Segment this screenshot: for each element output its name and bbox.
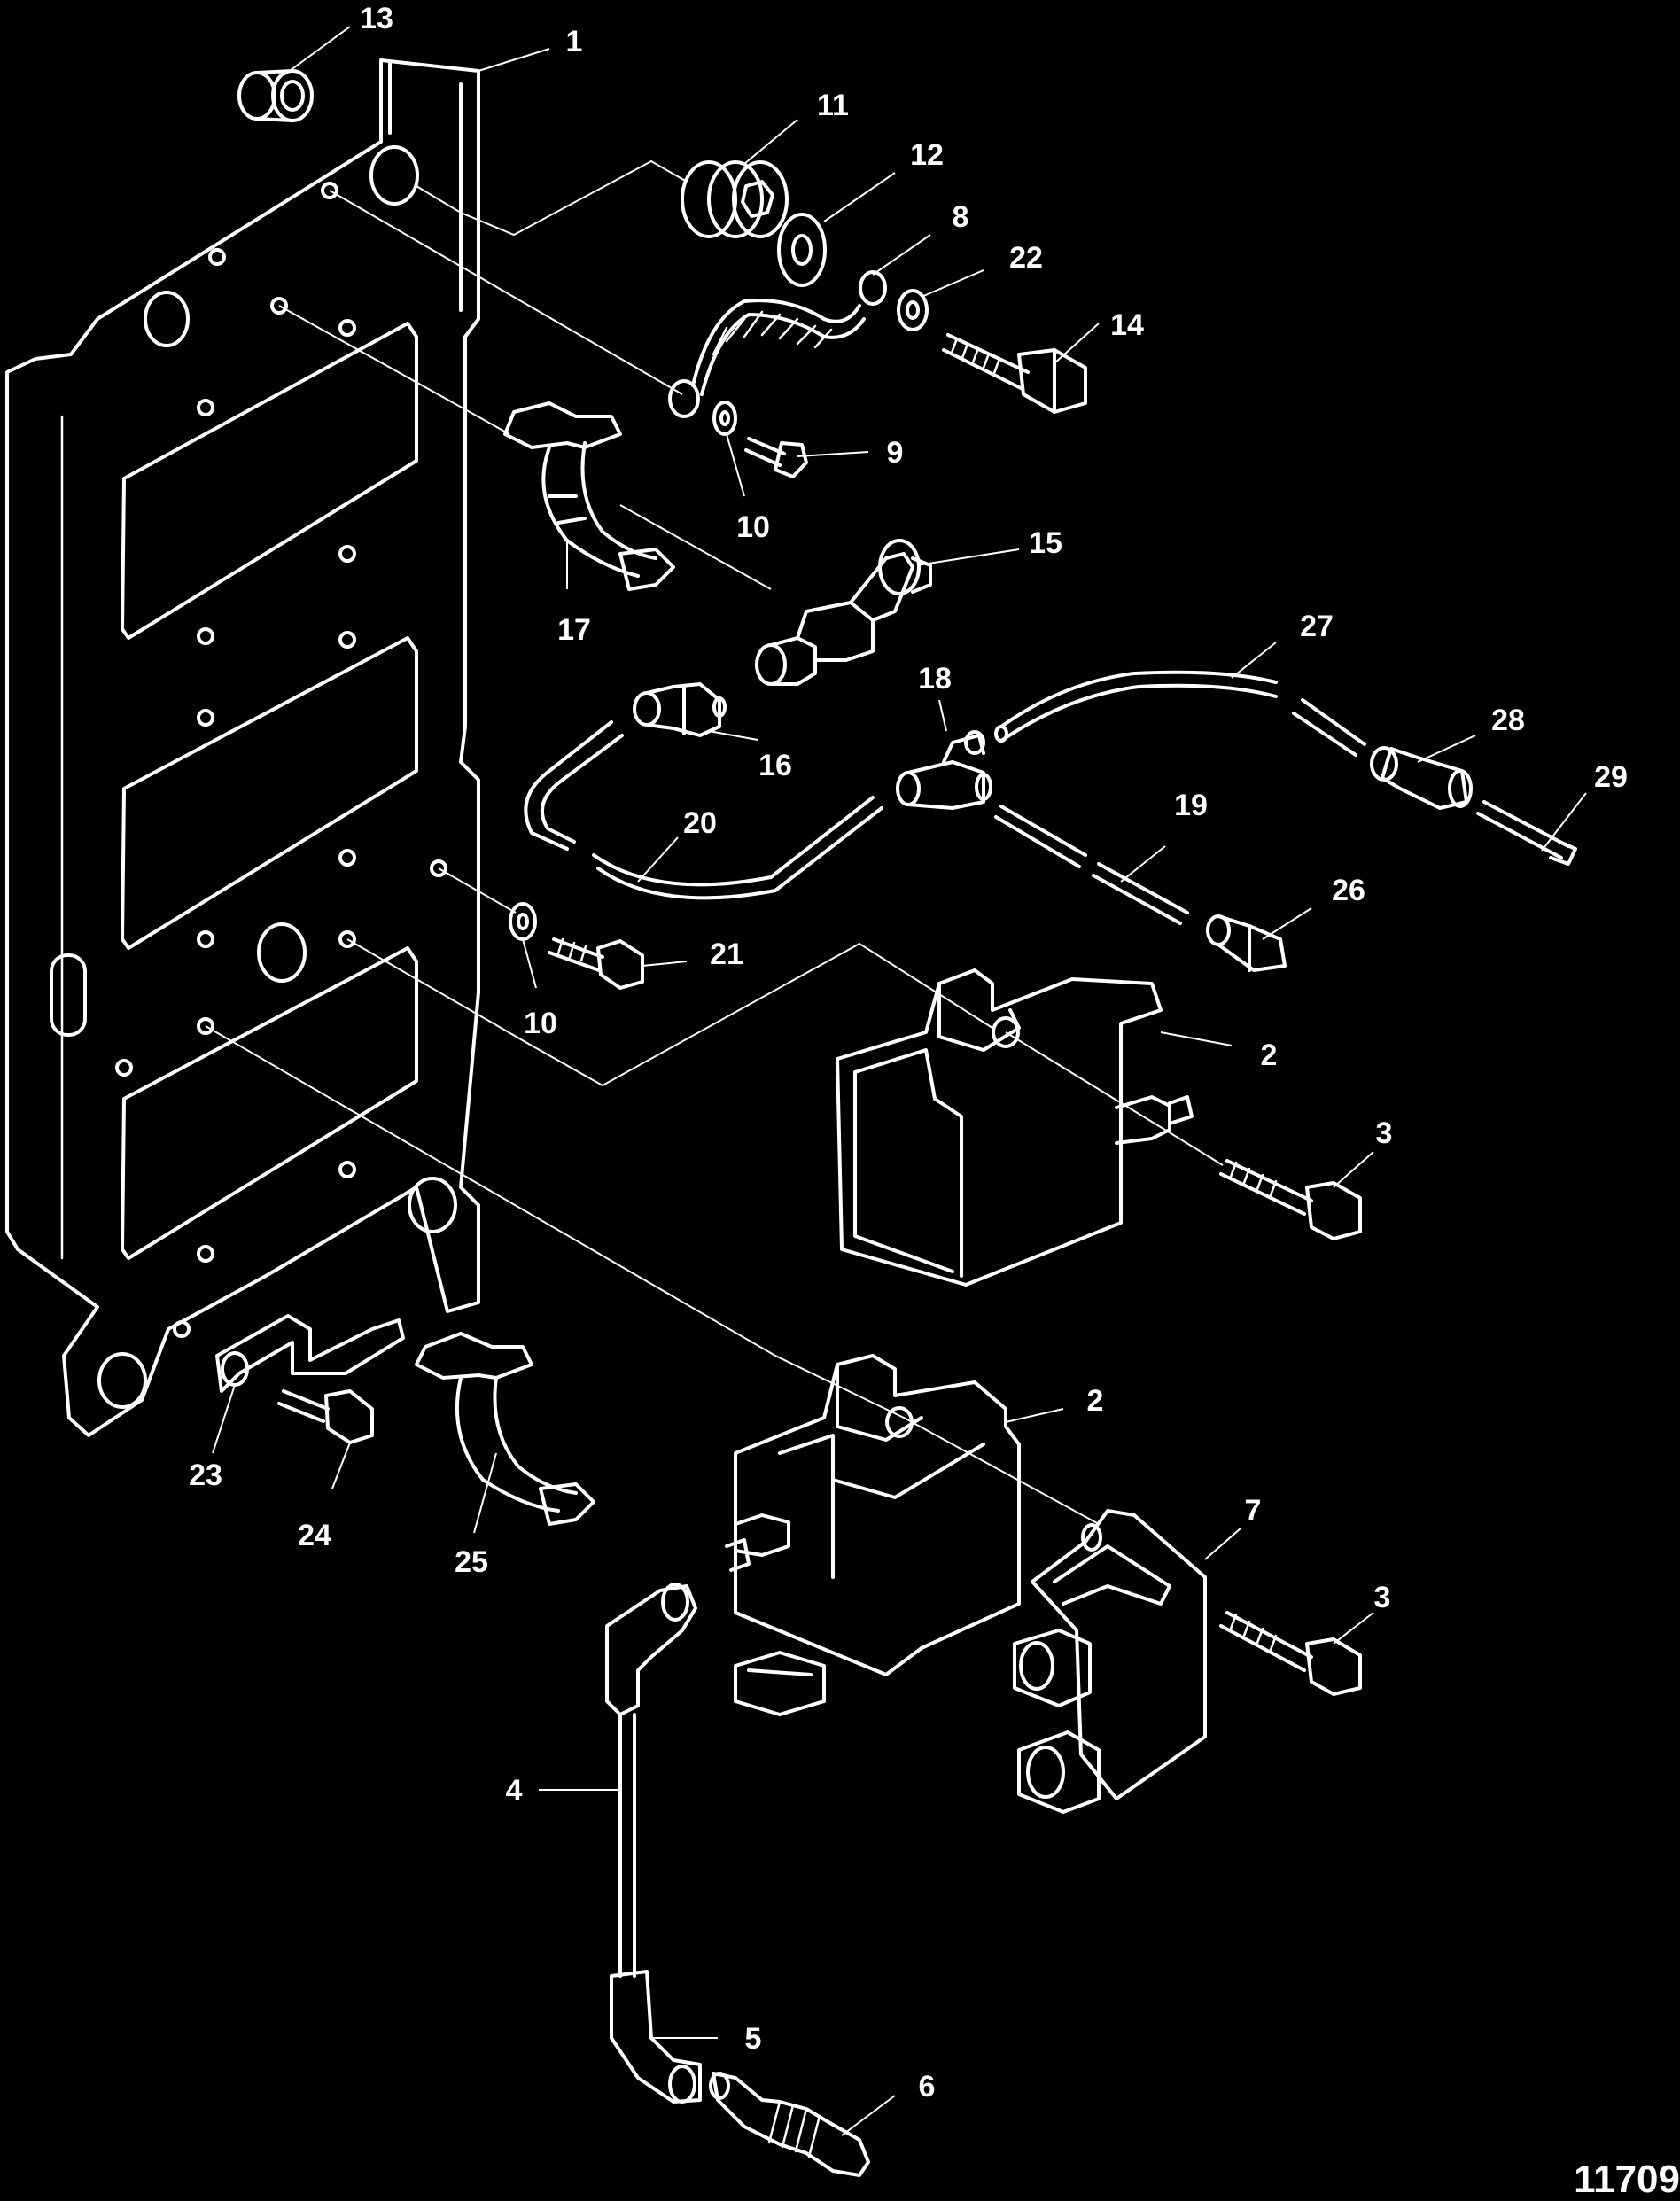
callout-23: 23 — [189, 1458, 222, 1492]
ground-strap-8 — [668, 270, 887, 418]
probe-29 — [1476, 800, 1577, 866]
module-7 — [1013, 1509, 1207, 1814]
callout-7: 7 — [1245, 1494, 1262, 1528]
washer-10-lower — [509, 902, 537, 941]
clamp-17 — [503, 401, 675, 591]
callout-27: 27 — [1300, 610, 1334, 643]
callout-18: 18 — [918, 662, 952, 696]
hose-19 — [994, 805, 1189, 925]
bolt-24 — [277, 1389, 374, 1444]
ignition-coil-2-lower — [725, 1354, 1021, 1716]
fitting-16 — [633, 682, 727, 737]
washer-22 — [897, 289, 929, 331]
grommet-11 — [681, 160, 789, 238]
ignition-coil-2-upper — [836, 968, 1194, 1287]
bolt-3-lower — [1219, 1611, 1362, 1696]
assembly-lines — [205, 159, 1224, 1525]
hose-20 — [524, 720, 883, 900]
bolt-21 — [548, 937, 644, 990]
callout-1: 1 — [566, 25, 583, 58]
figure-id: 11709 — [1574, 2158, 1680, 2201]
bolt-3-upper — [1219, 1159, 1362, 1240]
plate-bolt-holes — [115, 182, 447, 1338]
bolt-14 — [942, 333, 1087, 414]
washer-10-upper — [712, 401, 737, 436]
fitting-26 — [1206, 914, 1287, 972]
callout-2-upper: 2 — [1261, 1038, 1278, 1072]
fitting-15 — [755, 539, 932, 686]
mounting-plate — [5, 58, 480, 1437]
plug-boot-5 — [610, 1970, 702, 2104]
callout-3-lower: 3 — [1374, 1581, 1391, 1614]
tee-fitting-18 — [896, 730, 992, 810]
plug-wire-4 — [605, 1583, 697, 1978]
callout-16: 16 — [758, 749, 792, 782]
callout-3-upper: 3 — [1376, 1116, 1393, 1150]
callout-labels: 13 1 11 12 8 22 14 9 10 15 17 27 18 28 1… — [189, 2, 1628, 2104]
callout-21: 21 — [710, 937, 743, 971]
callout-24: 24 — [298, 1519, 331, 1552]
clamp-25 — [415, 1332, 595, 1526]
callout-11: 11 — [817, 89, 849, 122]
callout-25: 25 — [455, 1545, 488, 1579]
callout-13: 13 — [360, 2, 393, 35]
callout-22: 22 — [1009, 241, 1043, 275]
spark-plug-6 — [709, 2072, 870, 2177]
callout-20: 20 — [683, 806, 717, 840]
hose-27 — [994, 670, 1366, 757]
callout-14: 14 — [1110, 308, 1144, 342]
bracket-23 — [215, 1314, 405, 1393]
callout-26: 26 — [1332, 874, 1365, 907]
grommet-13 — [237, 69, 314, 122]
callout-10-upper: 10 — [736, 510, 770, 544]
callout-2-lower: 2 — [1087, 1384, 1104, 1418]
callout-10-lower: 10 — [524, 1007, 557, 1040]
washer-12 — [777, 213, 827, 287]
callout-17: 17 — [557, 613, 591, 647]
connector-28 — [1370, 746, 1473, 810]
callout-12: 12 — [910, 138, 944, 172]
callout-28: 28 — [1491, 704, 1525, 737]
callout-9: 9 — [887, 436, 904, 470]
callout-29: 29 — [1594, 760, 1628, 794]
callout-5: 5 — [745, 2022, 762, 2056]
callout-8: 8 — [953, 200, 969, 234]
callout-6: 6 — [919, 2070, 936, 2104]
callout-15: 15 — [1029, 526, 1062, 560]
callout-19: 19 — [1174, 789, 1208, 822]
screw-9 — [744, 437, 808, 478]
callout-leaders — [212, 26, 1587, 2136]
callout-4: 4 — [506, 1774, 523, 1808]
